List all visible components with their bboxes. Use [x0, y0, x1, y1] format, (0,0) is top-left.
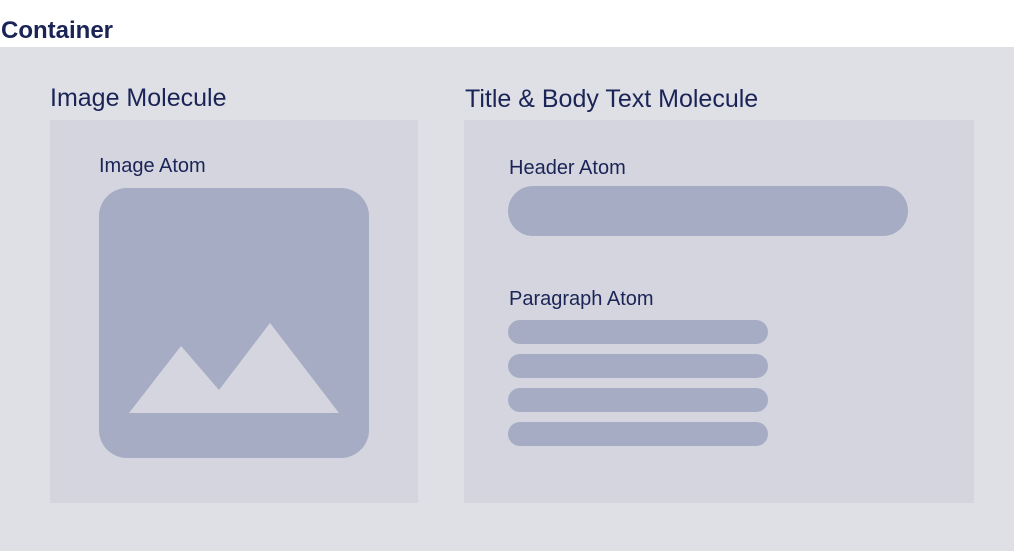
paragraph-line: [508, 320, 768, 344]
paragraph-line: [508, 354, 768, 378]
paragraph-atom-label: Paragraph Atom: [509, 288, 654, 310]
paragraph-line: [508, 388, 768, 412]
text-molecule-title: Title & Body Text Molecule: [465, 85, 759, 113]
container-title: Container: [1, 17, 114, 44]
image-atom-label: Image Atom: [99, 155, 206, 177]
header-atom-bar: [508, 186, 908, 236]
image-atom: [99, 188, 369, 458]
image-molecule-title: Image Molecule: [50, 84, 227, 112]
mountain-image-icon: [129, 323, 339, 413]
paragraph-line: [508, 422, 768, 446]
header-atom-label: Header Atom: [509, 157, 626, 179]
